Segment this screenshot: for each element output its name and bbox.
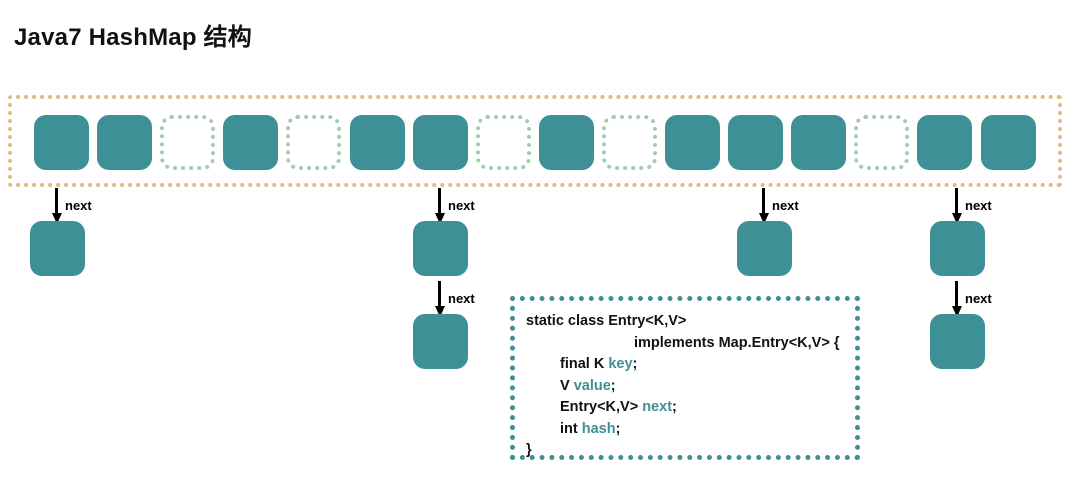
arrow-shaft: [955, 188, 958, 216]
code-line-3: V value;: [526, 376, 847, 398]
arrow-head-icon: [952, 306, 962, 317]
array-slot-5-filled[interactable]: [349, 115, 405, 170]
chain-slot-14-entry-node-1[interactable]: [930, 314, 985, 369]
arrow-shaft: [955, 281, 958, 309]
chain-slot-10-entry-node-0[interactable]: [737, 221, 792, 276]
chain-slot-6-next-arrow-1: next: [435, 281, 475, 317]
array-slot-1-filled[interactable]: [97, 115, 153, 170]
array-slot-13-empty[interactable]: [854, 115, 910, 170]
array-slot-9-empty[interactable]: [601, 115, 657, 170]
code-line-1: implements Map.Entry<K,V> {: [526, 333, 847, 355]
array-slot-6-filled[interactable]: [412, 115, 468, 170]
code-line-5: int hash;: [526, 419, 847, 441]
array-slot-14-filled[interactable]: [917, 115, 973, 170]
arrow-head-icon: [52, 213, 62, 224]
code-identifier: hash: [581, 420, 616, 437]
code-line-list: static class Entry<K,V> implements Map.En…: [526, 311, 847, 462]
code-identifier: next: [642, 399, 673, 415]
entry-class-code-box: static class Entry<K,V> implements Map.En…: [510, 296, 860, 460]
array-slot-list: [12, 99, 1058, 183]
arrow-shaft: [55, 188, 58, 216]
next-pointer-label: next: [965, 198, 992, 213]
arrow-shaft: [762, 188, 765, 216]
array-slot-0-filled[interactable]: [34, 115, 89, 170]
code-line-2: final K key;: [526, 354, 847, 376]
arrow-shaft: [438, 281, 441, 309]
code-text: static class Entry<K,V>: [526, 313, 687, 329]
next-pointer-label: next: [448, 291, 475, 306]
chain-slot-0-entry-node-0[interactable]: [30, 221, 85, 276]
chain-slot-14-next-arrow-0: next: [952, 188, 992, 224]
chain-slot-10-next-arrow-0: next: [759, 188, 799, 224]
chain-slot-14-next-arrow-1: next: [952, 281, 992, 317]
code-text: final K: [560, 356, 609, 372]
array-slot-4-empty[interactable]: [286, 115, 342, 170]
next-pointer-label: next: [965, 291, 992, 306]
code-text: int: [560, 420, 582, 437]
hash-table-array: [8, 95, 1062, 187]
arrow-head-icon: [435, 213, 445, 224]
code-identifier: key: [608, 356, 633, 372]
code-text: implements Map.Entry<K,V> {: [634, 334, 840, 351]
code-text: ;: [610, 377, 616, 394]
arrow-shaft: [438, 188, 441, 216]
arrow-head-icon: [759, 213, 769, 224]
code-text: V: [560, 377, 574, 394]
code-line-0: static class Entry<K,V>: [526, 311, 847, 333]
array-slot-11-filled[interactable]: [728, 115, 784, 170]
code-text: ;: [672, 399, 677, 415]
arrow-head-icon: [952, 213, 962, 224]
arrow-head-icon: [435, 306, 445, 317]
chain-slot-6-next-arrow-0: next: [435, 188, 475, 224]
array-slot-8-filled[interactable]: [538, 115, 594, 170]
chain-slot-6-entry-node-1[interactable]: [413, 314, 468, 369]
next-pointer-label: next: [65, 198, 92, 213]
code-identifier: value: [573, 377, 611, 394]
page-title: Java7 HashMap 结构: [14, 24, 252, 51]
code-text: ;: [615, 420, 621, 437]
code-line-4: Entry<K,V> next;: [526, 397, 847, 419]
array-slot-10-filled[interactable]: [665, 115, 720, 170]
array-slot-2-empty[interactable]: [160, 115, 216, 170]
array-slot-3-filled[interactable]: [223, 115, 279, 170]
chain-slot-6-entry-node-0[interactable]: [413, 221, 468, 276]
code-text: ;: [632, 356, 638, 372]
next-pointer-label: next: [772, 198, 799, 213]
chain-slot-0-next-arrow-0: next: [52, 188, 92, 224]
array-slot-7-empty[interactable]: [475, 115, 531, 170]
code-text: }: [526, 442, 532, 458]
chain-slot-14-entry-node-0[interactable]: [930, 221, 985, 276]
code-line-6: }: [526, 440, 847, 462]
array-slot-15-filled[interactable]: [980, 115, 1036, 170]
next-pointer-label: next: [448, 198, 475, 213]
array-slot-12-filled[interactable]: [791, 115, 847, 170]
code-text: Entry<K,V>: [560, 399, 643, 415]
